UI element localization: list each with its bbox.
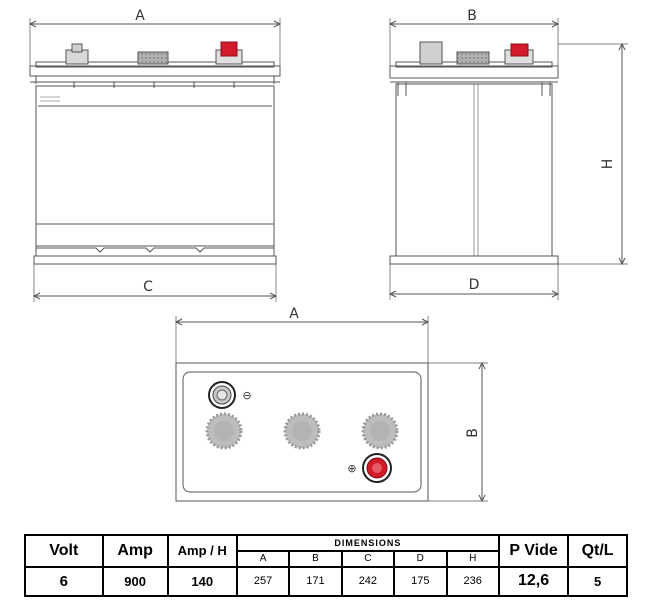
header-amp: Amp [101, 534, 169, 568]
side-dimension-d [388, 264, 560, 300]
front-case [35, 85, 275, 257]
dim-header-c: C [340, 550, 396, 568]
value-dim-b: 171 [288, 565, 343, 598]
front-label-a: A [135, 8, 145, 24]
side-view [388, 18, 628, 300]
side-negative-terminal [419, 41, 443, 65]
header-qt-l: Qt/L [567, 534, 628, 568]
top-vent-cap-3 [361, 412, 399, 450]
header-dimensions: DIMENSIONS [235, 533, 500, 553]
side-label-d: D [469, 277, 480, 293]
spec-table: Volt Amp Amp / H DIMENSIONS P Vide Qt/L … [24, 533, 628, 598]
dim-header-a: A [235, 550, 291, 568]
dim-header-b: B [288, 550, 343, 568]
header-amp-h: Amp / H [166, 534, 238, 568]
front-negative-terminal [65, 43, 89, 65]
front-base [33, 255, 277, 265]
side-vent-cap [456, 51, 490, 65]
value-amp: 900 [101, 565, 169, 598]
top-vent-cap-1 [205, 412, 243, 450]
front-view: A [28, 8, 282, 302]
value-dim-a: 257 [235, 565, 291, 598]
top-vent-cap-2 [283, 412, 321, 450]
value-p-vide: 12,6 [497, 565, 570, 598]
front-label-c: C [143, 279, 153, 295]
front-dimension-a [28, 18, 282, 70]
top-case-inner [182, 371, 422, 493]
front-dimension-c [32, 264, 278, 302]
plus-symbol-icon: ⊕ [347, 462, 356, 475]
header-volt: Volt [24, 534, 104, 568]
value-qt-l: 5 [567, 565, 628, 598]
top-label-b: B [465, 428, 481, 438]
header-p-vide: P Vide [497, 534, 570, 568]
minus-symbol-icon: ⊖ [242, 389, 251, 402]
value-dim-c: 242 [340, 565, 396, 598]
top-dimension-a [174, 316, 430, 366]
value-amp-h: 140 [166, 565, 238, 598]
side-positive-terminal [504, 43, 534, 65]
top-negative-terminal [208, 381, 236, 409]
side-label-h: H [600, 159, 616, 170]
front-positive-terminal [215, 41, 243, 65]
front-lid [29, 65, 281, 77]
side-base [389, 255, 559, 265]
top-label-a: A [289, 306, 299, 322]
value-volt: 6 [24, 565, 104, 598]
front-vent-cap [137, 51, 169, 65]
battery-drawing: A [28, 8, 628, 503]
top-case-outer [175, 362, 429, 502]
value-dim-d: 175 [393, 565, 448, 598]
top-positive-terminal [362, 453, 392, 483]
value-dim-h: 236 [445, 565, 500, 598]
side-label-b: B [467, 8, 477, 24]
dim-header-d: D [393, 550, 448, 568]
dim-header-h: H [445, 550, 500, 568]
side-lid [389, 65, 559, 79]
top-view [174, 316, 488, 503]
top-dimension-b [428, 361, 488, 503]
side-dimension-h [558, 42, 628, 266]
